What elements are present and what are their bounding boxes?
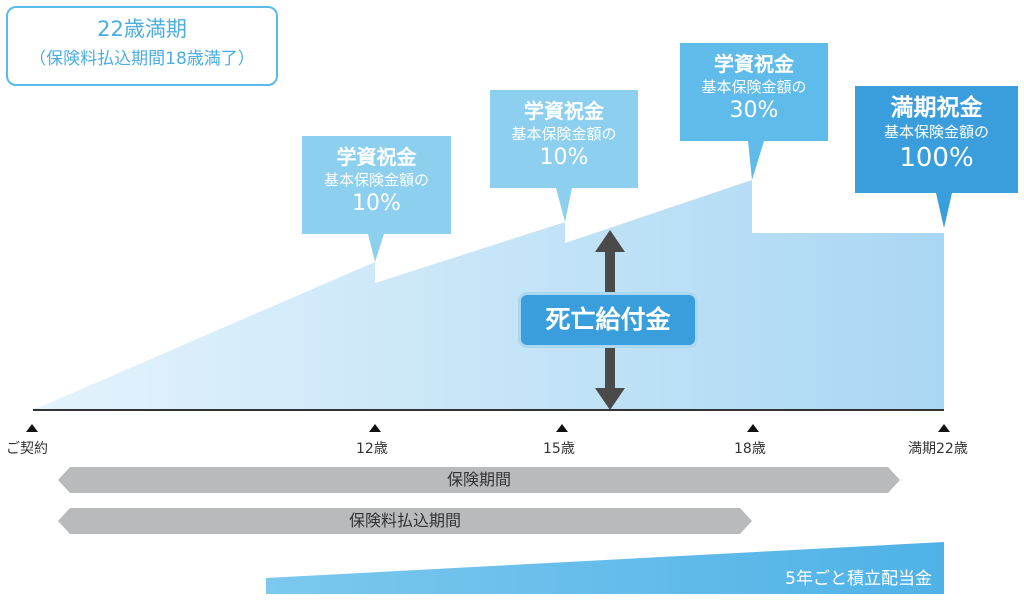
tick-label-15: 15歳 (543, 441, 575, 457)
death-benefit-label: 死亡給付金 (518, 292, 698, 348)
tick-label-12: 12歳 (356, 441, 388, 457)
callout-subtitle: 基本保険金額の (701, 78, 807, 96)
callout-maturity-22: 満期祝金 基本保険金額の 100% (855, 86, 1018, 193)
callout-percent: 10% (352, 191, 401, 216)
callout-education-12: 学資祝金 基本保険金額の 10% (302, 136, 451, 234)
callout-title: 学資祝金 (714, 52, 794, 76)
tick-label-18: 18歳 (734, 441, 766, 457)
callout-education-15: 学資祝金 基本保険金額の 10% (490, 90, 638, 188)
plan-subtitle: （保険料払込期間18歳満了） (29, 49, 255, 69)
dividend-label: 5年ごと積立配当金 (785, 569, 932, 589)
callout-percent: 30% (729, 98, 779, 123)
tick-marker-18 (747, 424, 759, 432)
tick-marker-12 (369, 424, 381, 432)
benefit-area (33, 180, 944, 410)
plan-summary-box: 22歳満期 （保険料払込期間18歳満了） (6, 6, 278, 86)
callout-subtitle: 基本保険金額の (511, 125, 617, 143)
insurance-period-label: 保険期間 (446, 470, 511, 489)
premium-period-label: 保険料払込期間 (348, 511, 461, 530)
callout-title: 学資祝金 (336, 145, 417, 169)
callout-title: 学資祝金 (524, 99, 604, 123)
callout-shape-15 (490, 90, 638, 222)
dividend-wedge (266, 542, 944, 594)
premium-period-bar (58, 508, 752, 534)
callout-percent: 10% (539, 145, 589, 170)
callout-education-18: 学資祝金 基本保険金額の 30% (680, 43, 828, 141)
tick-marker-15 (556, 424, 568, 432)
callout-shape-22 (855, 86, 1018, 228)
tick-marker-22 (938, 424, 950, 432)
callout-shape-18 (680, 43, 828, 180)
tick-label-22: 満期22歳 (908, 441, 968, 457)
callout-title: 満期祝金 (890, 95, 983, 121)
callout-subtitle: 基本保険金額の (323, 171, 429, 189)
tick-marker-contract (26, 424, 38, 432)
callout-subtitle: 基本保険金額の (883, 123, 989, 141)
tick-label-contract: ご契約 (6, 441, 48, 457)
callout-shape-12 (302, 136, 451, 262)
insurance-period-bar (58, 467, 900, 493)
callout-percent: 100% (899, 143, 974, 173)
plan-title: 22歳満期 (97, 17, 187, 41)
